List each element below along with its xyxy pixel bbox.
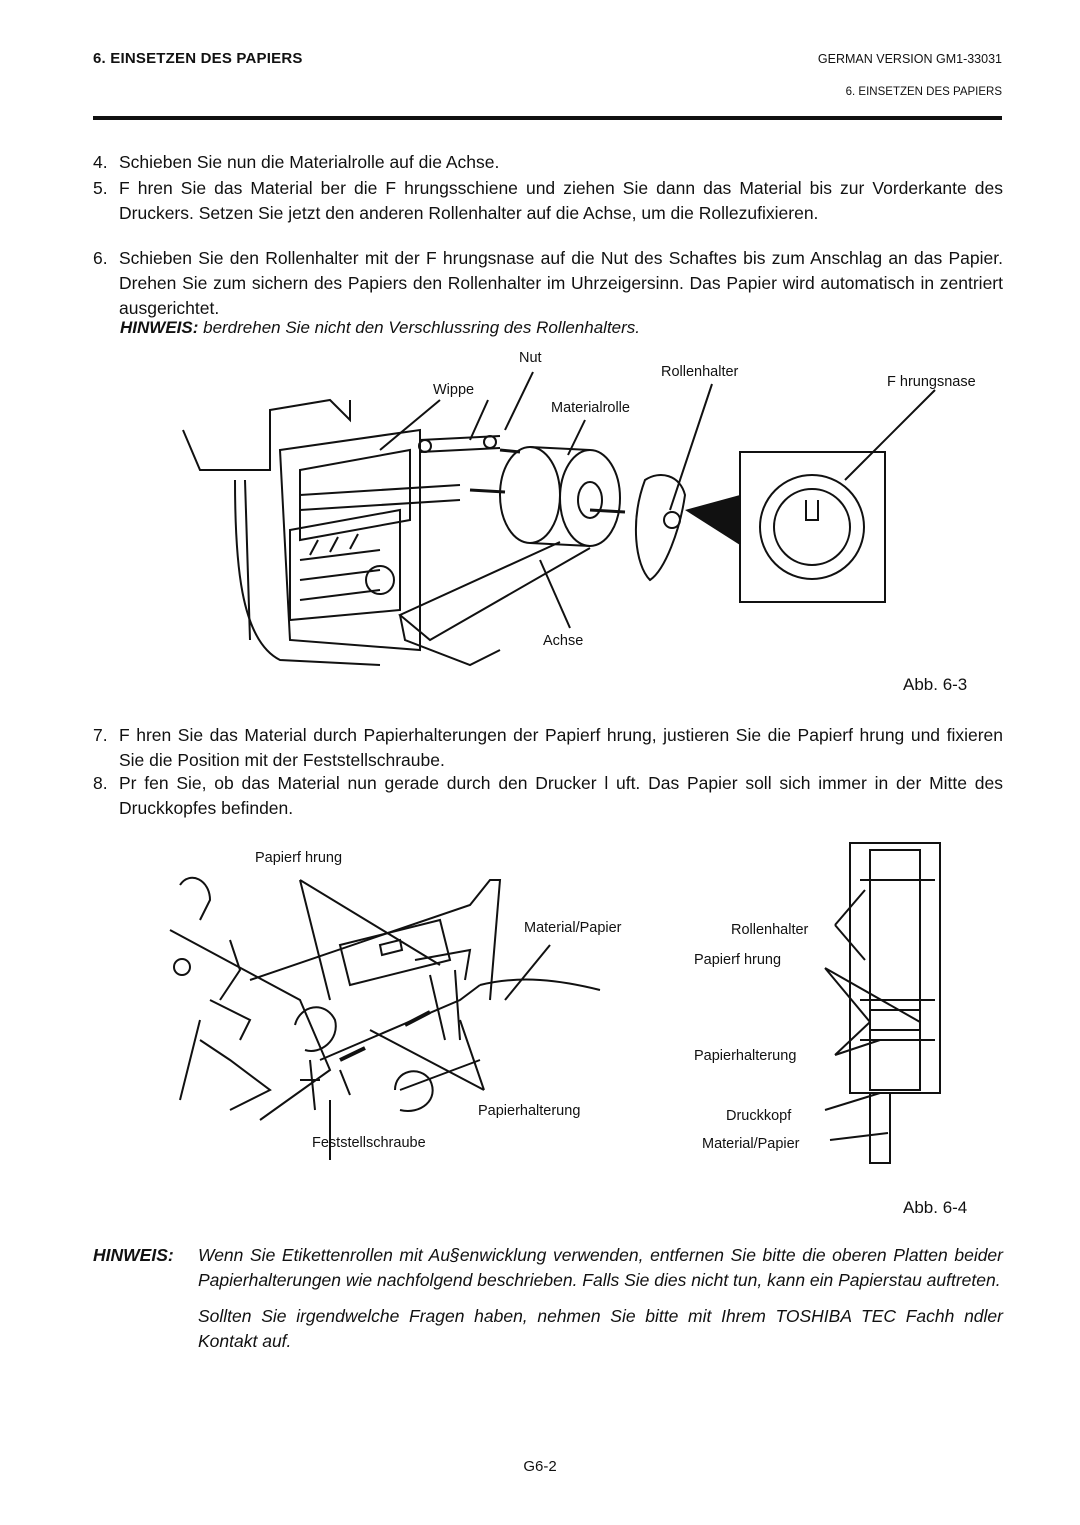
note-keyword: HINWEIS: (120, 318, 199, 337)
side-label-material-papier: Material/Papier (702, 1136, 800, 1152)
note-text: berdrehen Sie nicht den Verschlussring d… (198, 318, 641, 337)
note-keyword: HINWEIS: (93, 1245, 174, 1265)
header-rule (93, 116, 1002, 120)
step-7: 7. F hren Sie das Material durch Papierh… (93, 723, 1003, 773)
step-text: Schieben Sie nun die Materialrolle auf d… (119, 152, 500, 172)
note-paragraph-2: Sollten Sie irgendwelche Fragen haben, n… (198, 1306, 1003, 1351)
step-number: 8. (93, 773, 108, 793)
label-papierhalterung: Papierhalterung (478, 1103, 581, 1119)
label-material-papier: Material/Papier (524, 920, 622, 936)
note-overtighten: HINWEIS: berdrehen Sie nicht den Verschl… (120, 318, 640, 338)
step-number: 5. (93, 178, 108, 198)
label-feststellschraube: Feststellschraube (312, 1135, 426, 1151)
step-text: F hren Sie das Material ber die F hrungs… (119, 178, 1003, 223)
label-rollenhalter: Rollenhalter (661, 364, 739, 380)
step-number: 7. (93, 725, 108, 745)
figure-caption: Abb. 6-4 (903, 1198, 968, 1217)
step-number: 4. (93, 152, 108, 172)
step-text: Pr fen Sie, ob das Material nun gerade d… (119, 773, 1003, 818)
side-label-papierhalterung: Papierhalterung (694, 1048, 797, 1064)
figure-caption: Abb. 6-3 (903, 675, 968, 694)
label-achse: Achse (543, 633, 584, 649)
label-wippe: Wippe (433, 382, 475, 398)
note-paragraph-1: Wenn Sie Etikettenrollen mit Au§enwicklu… (198, 1245, 1003, 1290)
label-fuhrungsnase: F hrungsnase (887, 374, 976, 390)
page-number: G6-2 (523, 1458, 557, 1475)
label-papierfuhrung: Papierf hrung (255, 850, 343, 866)
step-8: 8. Pr fen Sie, ob das Material nun gerad… (93, 771, 1003, 821)
step-4: 4. Schieben Sie nun die Materialrolle au… (93, 150, 1003, 175)
doc-version: GERMAN VERSION GM1-33031 (817, 52, 1002, 66)
side-label-druckkopf: Druckkopf (726, 1108, 792, 1124)
step-text: F hren Sie das Material durch Papierhalt… (119, 725, 1003, 770)
note-outer-winding: HINWEIS: Wenn Sie Etikettenrollen mit Au… (93, 1243, 1003, 1354)
step-number: 6. (93, 248, 108, 268)
running-head: 6. EINSETZEN DES PAPIERS (845, 86, 1002, 98)
label-materialrolle: Materialrolle (551, 400, 630, 416)
side-label-papierfuhrung: Papierf hrung (694, 952, 782, 968)
step-5: 5. F hren Sie das Material ber die F hru… (93, 176, 1003, 226)
section-title: 6. EINSETZEN DES PAPIERS (93, 50, 303, 67)
side-label-rollenhalter: Rollenhalter (731, 922, 809, 938)
step-6: 6. Schieben Sie den Rollenhalter mit der… (93, 246, 1003, 321)
step-text: Schieben Sie den Rollenhalter mit der F … (119, 248, 1003, 318)
label-nut: Nut (519, 350, 542, 366)
